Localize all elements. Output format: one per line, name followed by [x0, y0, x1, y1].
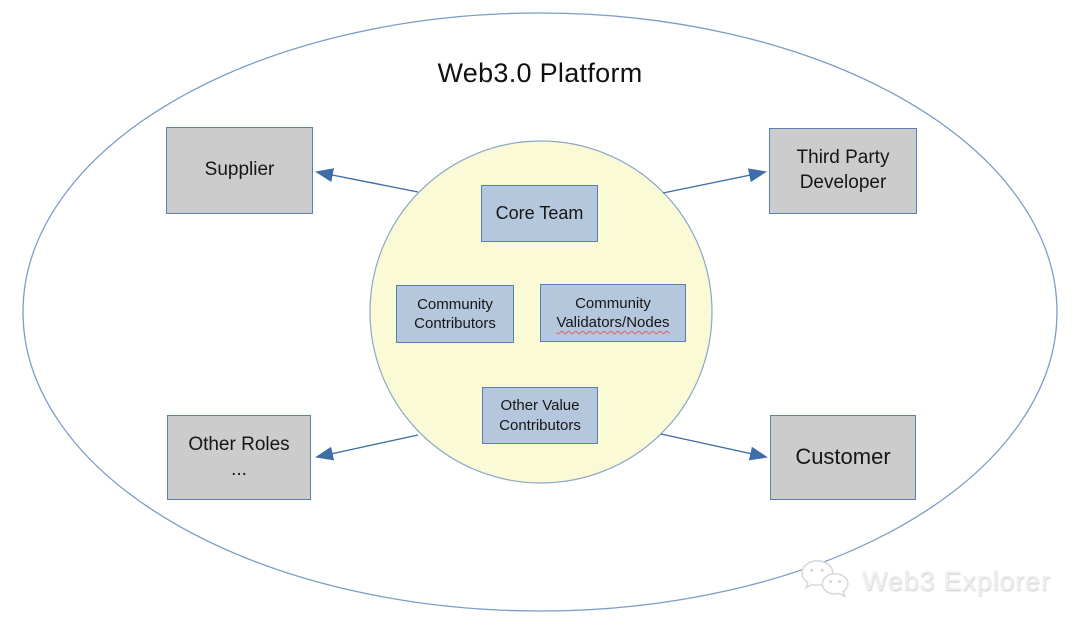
- node-label: Core Team: [495, 202, 584, 223]
- node-supplier: Supplier: [166, 127, 313, 214]
- node-core-team: Core Team: [481, 185, 598, 242]
- node-label-line: Community: [575, 294, 651, 312]
- node-label-line: Community: [417, 295, 493, 313]
- node-label-line: Contributors: [414, 315, 496, 332]
- node-customer: Customer: [770, 415, 916, 500]
- node-label: Customer: [795, 444, 891, 470]
- wechat-icon: [801, 560, 849, 598]
- arrow-to-customer: [660, 433, 768, 461]
- arrow-to-other-roles: [315, 434, 419, 461]
- node-label-line: Developer: [799, 172, 887, 193]
- connector-arrows: [315, 168, 768, 461]
- node-third-party-developer: Third Party Developer: [769, 128, 917, 214]
- node-label-line-spellchecked: Validators/Nodes: [556, 314, 670, 331]
- node-other-value-contributors: Other Value Contributors: [482, 387, 598, 444]
- arrow-to-third-party-developer: [662, 168, 767, 194]
- node-label: Supplier: [204, 159, 275, 181]
- watermark: Web3 Explorer: [796, 556, 1050, 606]
- node-label-line: ...: [231, 458, 247, 480]
- node-label-line: Other Value: [500, 397, 580, 414]
- node-community-validators-nodes: Community Validators/Nodes: [540, 284, 686, 342]
- node-label-line: Other Roles: [188, 433, 290, 455]
- node-label-line: Contributors: [499, 416, 581, 434]
- node-other-roles: Other Roles ...: [167, 415, 311, 500]
- node-community-contributors: Community Contributors: [396, 285, 514, 343]
- diagram-title: Web3.0 Platform: [437, 58, 643, 88]
- watermark-text: Web3 Explorer: [862, 565, 1051, 596]
- node-label-line: Third Party: [796, 147, 890, 169]
- platform-boundary-ellipse: [22, 12, 1058, 612]
- arrow-to-supplier: [315, 168, 419, 193]
